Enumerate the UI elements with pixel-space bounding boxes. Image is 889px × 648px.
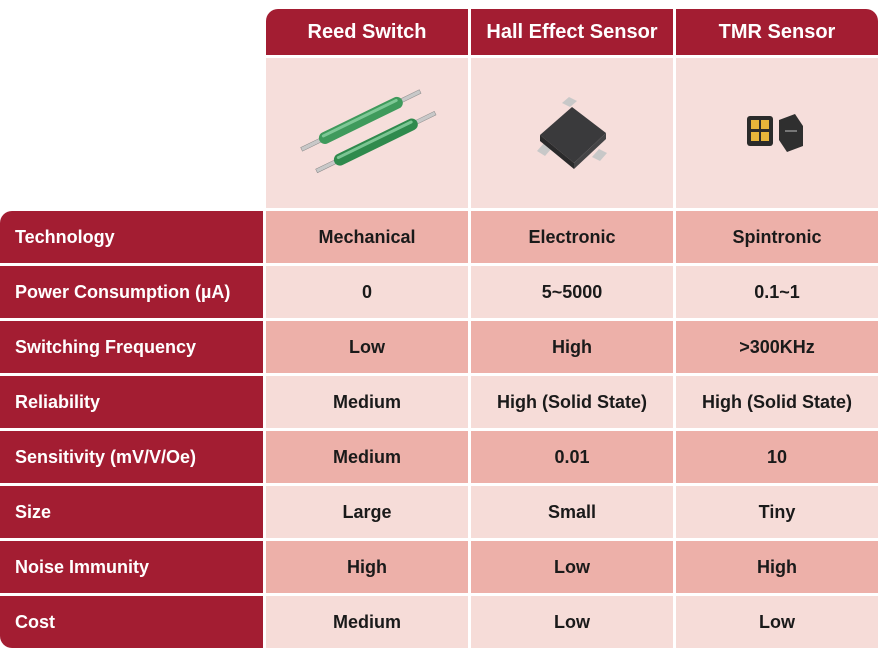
table-cell: High (Solid State) [471,376,673,428]
row-header-switching-frequency: Switching Frequency [0,321,263,373]
table-cell: Small [471,486,673,538]
row-header-power-consumption: Power Consumption (µA) [0,266,263,318]
reed-switch-image-cell [266,58,468,208]
row-header-cost: Cost [0,596,263,648]
table-corner [0,9,263,55]
table-cell: Spintronic [676,211,878,263]
column-header-reed-switch: Reed Switch [266,9,468,55]
hall-sensor-image-cell [471,58,673,208]
table-cell: Electronic [471,211,673,263]
table-cell: 0.1~1 [676,266,878,318]
tmr-sensor-chip-icon [747,114,803,152]
hall-sensor-chip-icon [537,97,607,169]
row-header-technology: Technology [0,211,263,263]
table-cell: High [266,541,468,593]
table-cell: Medium [266,376,468,428]
table-cell: Low [266,321,468,373]
table-cell: Low [676,596,878,648]
row-header-size: Size [0,486,263,538]
table-cell: Large [266,486,468,538]
table-cell: Tiny [676,486,878,538]
column-header-hall-sensor: Hall Effect Sensor [471,9,673,55]
table-cell: 10 [676,431,878,483]
table-cell: Medium [266,431,468,483]
table-cell: 0 [266,266,468,318]
table-cell: Low [471,541,673,593]
table-corner-image-row [0,58,263,208]
table-cell: Medium [266,596,468,648]
column-header-tmr-sensor: TMR Sensor [676,9,878,55]
comparison-table: Reed Switch Hall Effect Sensor TMR Senso… [0,9,878,648]
row-header-noise-immunity: Noise Immunity [0,541,263,593]
table-cell: High (Solid State) [676,376,878,428]
table-cell: High [471,321,673,373]
tmr-sensor-image-cell [676,58,878,208]
table-cell: Low [471,596,673,648]
table-cell: High [676,541,878,593]
table-cell: Mechanical [266,211,468,263]
table-cell: 0.01 [471,431,673,483]
table-cell: >300KHz [676,321,878,373]
reed-switch-icon [300,89,437,174]
row-header-sensitivity: Sensitivity (mV/V/Oe) [0,431,263,483]
table-cell: 5~5000 [471,266,673,318]
row-header-reliability: Reliability [0,376,263,428]
